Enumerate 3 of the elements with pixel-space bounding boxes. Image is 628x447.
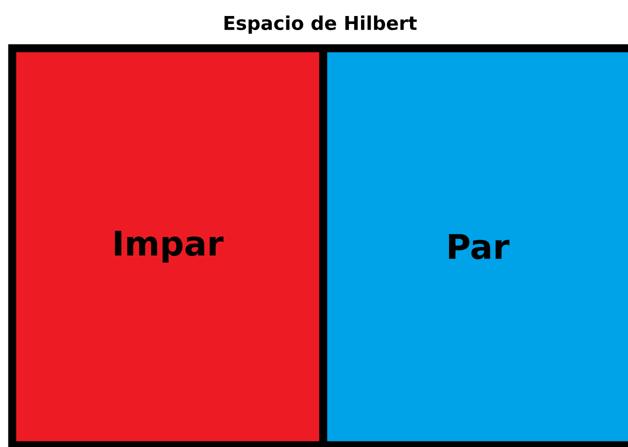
region-box: Impar bbox=[16, 52, 320, 442]
title: Espacio de Hilbert bbox=[224, 15, 417, 34]
region-box: Par bbox=[327, 52, 628, 442]
